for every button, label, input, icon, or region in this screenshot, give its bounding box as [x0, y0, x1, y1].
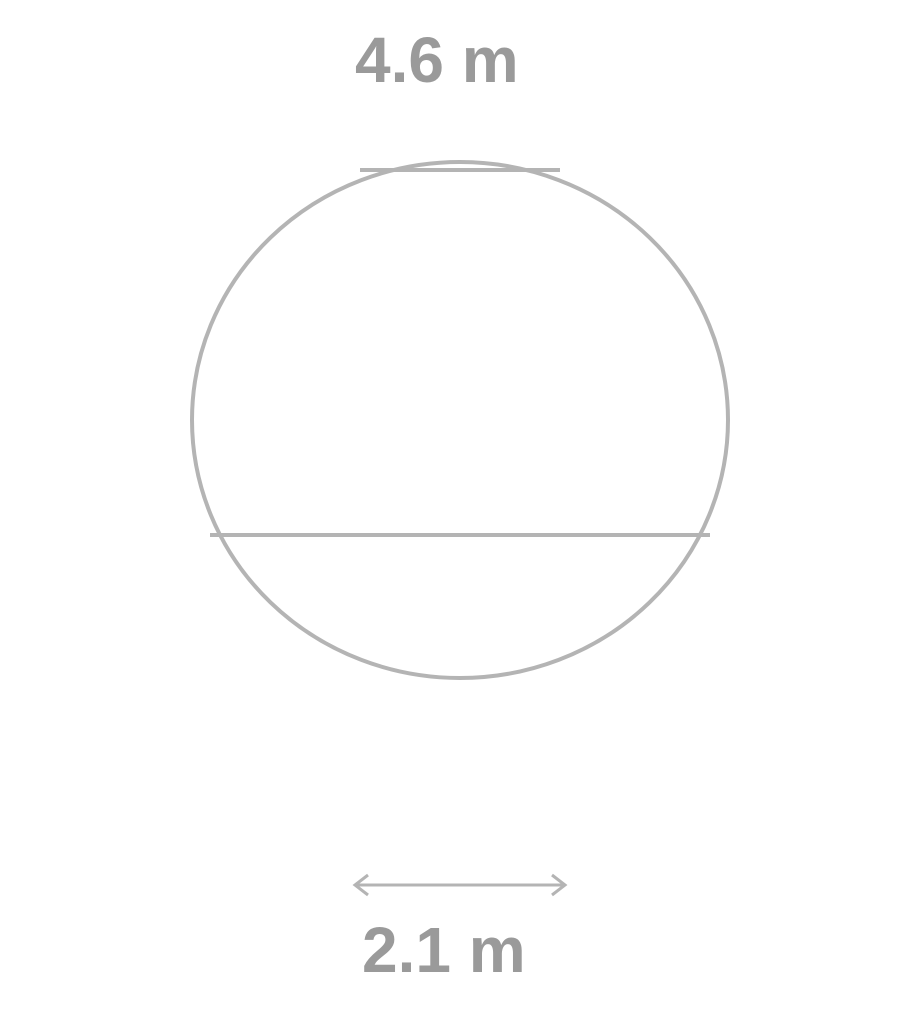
- bottom-dimension-label: 2.1 m: [362, 914, 526, 986]
- arrow-head-right: [551, 873, 568, 897]
- top-dimension-label: 4.6 m: [355, 24, 519, 96]
- arrow-head-left: [352, 873, 369, 897]
- vessel-outline: [190, 160, 730, 680]
